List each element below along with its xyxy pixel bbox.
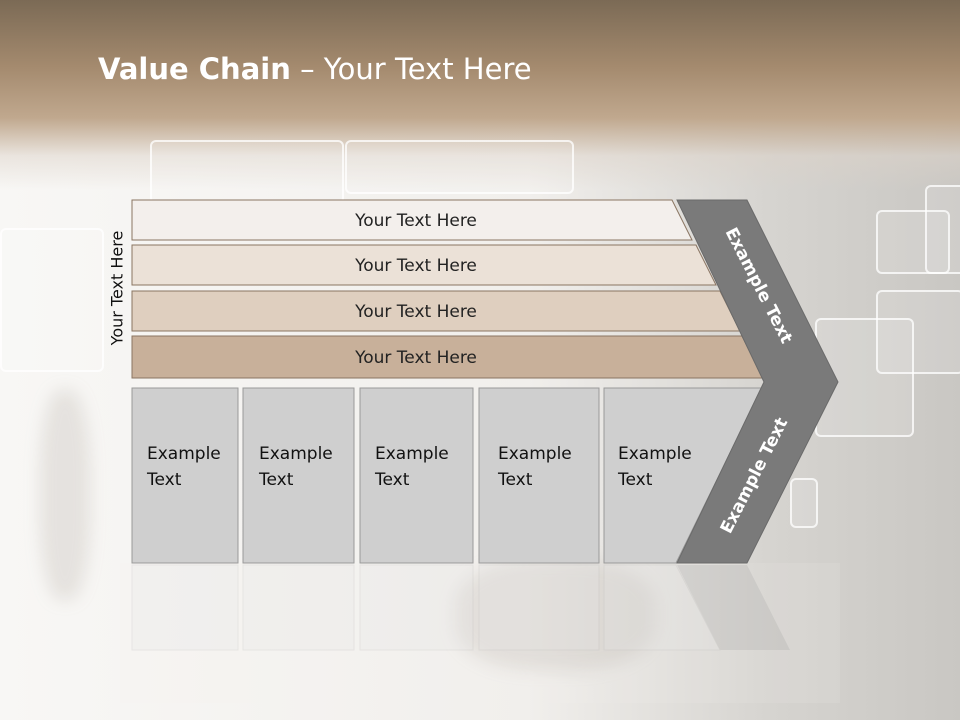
reflection-cell	[131, 564, 239, 651]
reflection-cell	[603, 564, 721, 651]
activity-cell-label-2: Example	[259, 444, 333, 464]
reflection-chevron	[677, 565, 790, 650]
background-tile	[0, 228, 104, 372]
activity-cell-label-3-line2: Text	[374, 470, 410, 490]
background-tile	[790, 478, 818, 528]
bar-label-3: Your Text Here	[354, 302, 477, 322]
reflection-cell	[242, 564, 355, 651]
activity-cell-label-5: Example	[618, 444, 692, 464]
bar-label-1: Your Text Here	[354, 211, 477, 231]
slide-title: Value Chain – Your Text Here	[98, 52, 532, 86]
background-tile	[345, 140, 574, 194]
activity-cell-label-4-line2: Text	[497, 470, 533, 490]
activity-cell-label-5-line2: Text	[617, 470, 653, 490]
bar-label-2: Your Text Here	[354, 256, 477, 276]
activity-cell-label-1-line2: Text	[146, 470, 182, 490]
bar-1	[131, 199, 693, 241]
activity-cell-label-1: Example	[147, 444, 221, 464]
background-tile	[876, 290, 960, 374]
activity-cell-1	[131, 387, 239, 564]
background-tile	[150, 140, 344, 204]
reflection-mirror	[131, 564, 790, 651]
chevron-arrow	[676, 199, 839, 564]
activity-cell-label-3: Example	[375, 444, 449, 464]
title-bold: Value Chain	[98, 52, 291, 86]
header-band	[0, 0, 960, 190]
activity-cell-label-2-line2: Text	[258, 470, 294, 490]
title-rest: – Your Text Here	[290, 52, 532, 86]
background-figure	[40, 390, 90, 600]
activity-cell-4	[478, 387, 600, 564]
reflection-cell	[478, 564, 600, 651]
reflection-fade	[120, 563, 840, 703]
activity-cell-label-4: Example	[498, 444, 572, 464]
background-figure	[455, 560, 655, 670]
reflection	[120, 563, 840, 703]
activity-cell-2	[242, 387, 355, 564]
activity-cell-5	[603, 387, 763, 564]
bar-2	[131, 244, 717, 286]
reflection-cell	[359, 564, 474, 651]
background-tile	[876, 210, 950, 274]
bar-label-4: Your Text Here	[354, 348, 477, 368]
activity-cell-3	[359, 387, 474, 564]
background-tile	[925, 185, 960, 274]
